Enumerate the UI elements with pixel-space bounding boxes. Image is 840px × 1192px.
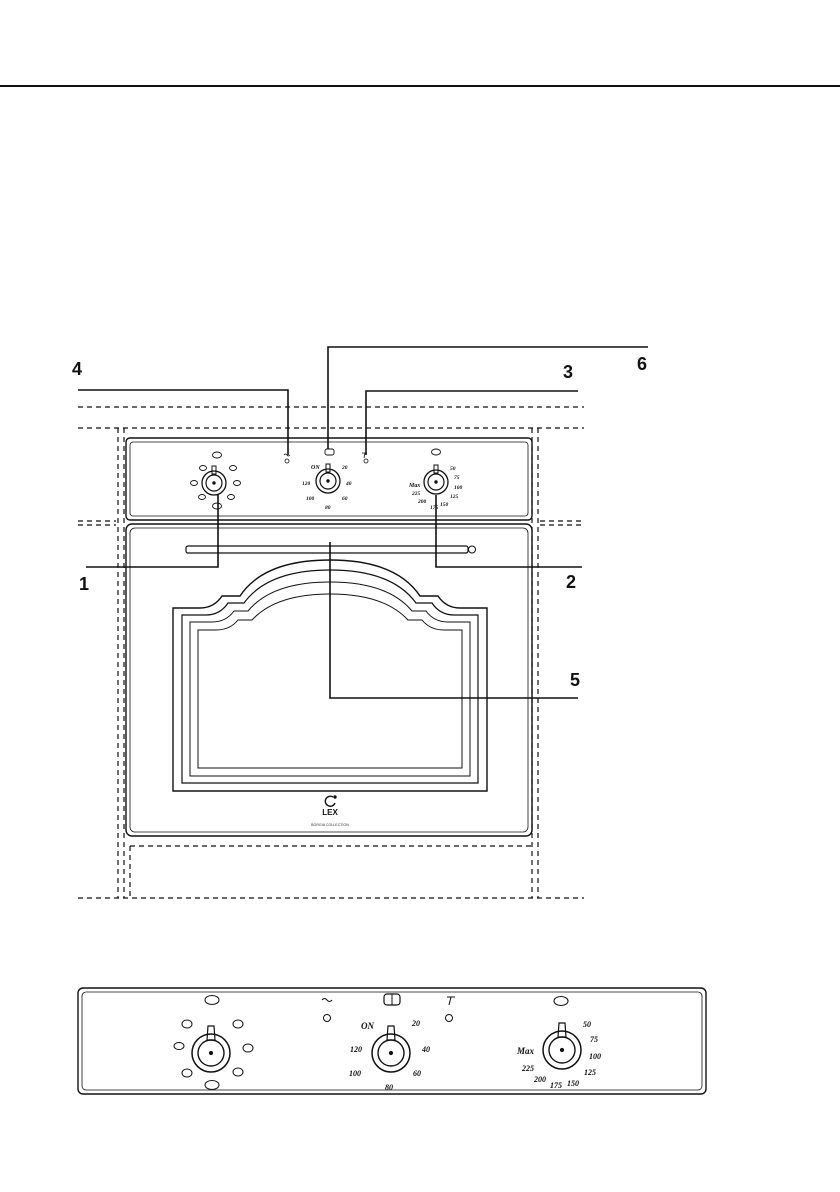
leader-lines: [78, 347, 648, 698]
temp-tick-75: 75: [454, 475, 460, 481]
detail-power-indicator: [322, 999, 332, 1022]
brand-name: LEX: [322, 808, 338, 817]
handle-end: [469, 546, 476, 553]
small-timer-60: 60: [413, 1069, 421, 1078]
lex-logo-icon: [325, 796, 336, 806]
small-timer-100: 100: [349, 1069, 361, 1078]
timer-on-label: ON: [311, 465, 320, 471]
power-indicator: [284, 454, 290, 463]
control-panel-detail: [78, 988, 706, 1094]
temp-tick-150: 150: [440, 502, 449, 508]
brand-collection: BORGIA COLLECTION: [311, 823, 349, 827]
leader-1: [86, 495, 218, 567]
small-temp-175: 175: [550, 1081, 562, 1090]
door-handle: [186, 546, 468, 553]
leader-2: [436, 495, 582, 567]
detail-panel-inner: [82, 992, 702, 1090]
timer-tick-80: 80: [325, 505, 331, 511]
temp-max-label: Max: [408, 483, 420, 489]
oven-front-figure: [78, 347, 648, 898]
small-temp-125: 125: [584, 1068, 596, 1077]
callout-5: 5: [570, 670, 580, 690]
temp-tick-125: 125: [450, 494, 459, 500]
temp-tick-100: 100: [454, 485, 463, 491]
oven-door: [126, 524, 532, 836]
callout-4: 4: [72, 359, 82, 379]
callout-1: 1: [79, 574, 89, 594]
small-temp-150: 150: [567, 1079, 579, 1088]
callout-3: 3: [563, 362, 573, 382]
small-temp-75: 75: [590, 1035, 598, 1044]
leader-6: [328, 347, 648, 449]
small-temp-225: 225: [521, 1064, 534, 1073]
small-timer-80: 80: [385, 1083, 393, 1092]
small-timer-on: ON: [361, 1021, 374, 1031]
temp-tick-175: 175: [430, 505, 439, 511]
small-temp-200: 200: [533, 1075, 546, 1084]
detail-temperature-knob: [543, 997, 581, 1070]
detail-mode-knob: [192, 1026, 230, 1072]
timer-knob: [316, 449, 340, 493]
leader-4: [78, 390, 288, 455]
small-temp-100: 100: [589, 1052, 601, 1061]
timer-tick-60: 60: [342, 496, 348, 502]
temp-tick-225: 225: [411, 491, 421, 497]
callout-2: 2: [566, 572, 576, 592]
thermostat-indicator: [362, 453, 368, 463]
detail-mode-symbols: [174, 996, 253, 1090]
leader-3: [366, 391, 578, 455]
leader-5: [330, 542, 578, 698]
timer-tick-20: 20: [341, 465, 348, 471]
small-timer-120: 120: [350, 1045, 362, 1054]
detail-thermostat-indicator: [446, 997, 456, 1022]
timer-tick-100: 100: [306, 496, 315, 502]
timer-tick-120: 120: [302, 481, 311, 487]
temp-tick-50: 50: [450, 466, 456, 472]
detail-timer-knob: [372, 994, 410, 1072]
small-temp-50: 50: [583, 1020, 591, 1029]
lower-timer-scale: ON 20 40 60 80 100 120: [349, 1019, 430, 1092]
small-temp-max: Max: [516, 1046, 535, 1056]
callout-6: 6: [637, 354, 647, 374]
timer-tick-40: 40: [345, 481, 352, 487]
small-timer-40: 40: [421, 1045, 430, 1054]
small-timer-20: 20: [411, 1019, 420, 1028]
temperature-knob: [424, 449, 448, 494]
temp-tick-200: 200: [417, 499, 427, 505]
mode-symbols: [191, 452, 241, 509]
